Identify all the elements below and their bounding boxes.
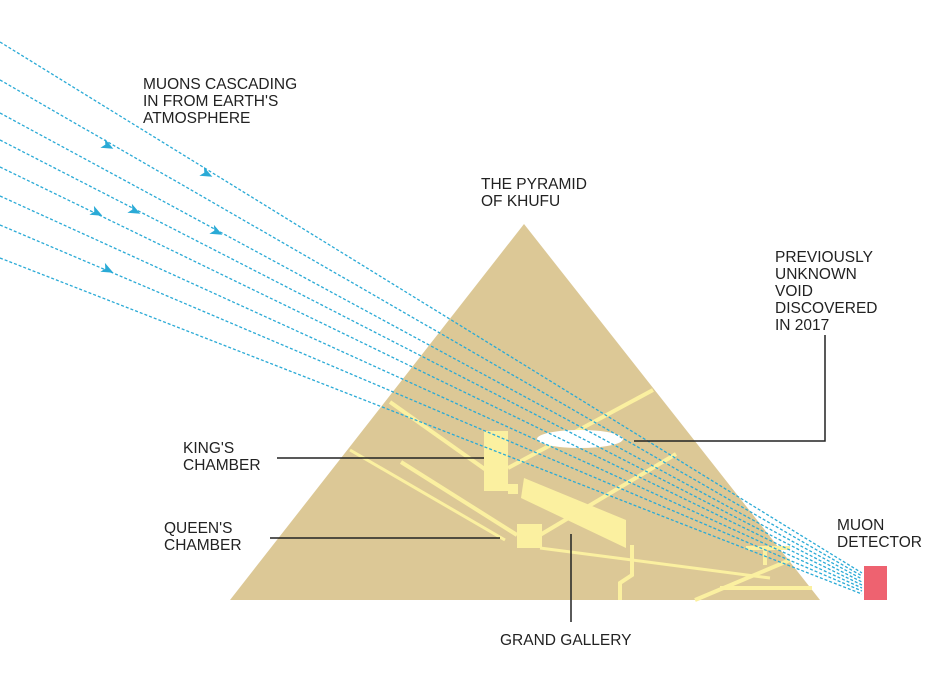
muon-rays — [0, 41, 863, 595]
muon-ray — [0, 257, 863, 595]
chambers — [484, 431, 626, 548]
queens-chamber-label-line: CHAMBER — [164, 537, 242, 554]
muon-ray — [0, 139, 863, 583]
descending-passage — [349, 448, 506, 542]
leader-lines — [270, 335, 826, 622]
kings-chamber-label-line: KING'S — [183, 440, 235, 457]
muon-ray — [0, 195, 863, 589]
detector-label-line: DETECTOR — [837, 534, 922, 551]
arrowhead-icon — [100, 138, 114, 149]
detector-label-line: MUON — [837, 517, 885, 534]
subterranean-shaft — [618, 545, 634, 600]
north-shaft-queens — [399, 460, 519, 537]
muon-ray — [0, 41, 863, 574]
kings-chamber-shape — [484, 431, 508, 491]
void-leader-line — [634, 335, 826, 442]
void-label-line: UNKNOWN — [775, 266, 857, 283]
void-shape — [537, 430, 623, 448]
south-shaft-kings — [507, 388, 654, 470]
arrowhead-icon — [89, 205, 103, 216]
grand-gallery-shape — [521, 478, 626, 548]
muon-ray — [0, 224, 863, 592]
grand-gallery-label: GRAND GALLERY — [500, 632, 632, 649]
pyramid-label-line: OF KHUFU — [481, 193, 561, 210]
arrowhead-icon — [127, 203, 141, 214]
ascending-block — [508, 484, 518, 494]
muons-label-line: IN FROM EARTH'S — [143, 93, 279, 110]
lower-passage — [694, 558, 791, 602]
pyramid-body — [230, 224, 820, 600]
void-label-line: DISCOVERED — [775, 300, 878, 317]
arrowhead-icon — [100, 262, 114, 273]
queens-chamber-label-line: QUEEN'S — [164, 520, 233, 537]
pyramid-label-line: THE PYRAMID — [481, 176, 587, 193]
muon-ray — [0, 79, 863, 577]
void-label-line: PREVIOUSLY — [775, 249, 873, 266]
muons-label-line: MUONS CASCADING — [143, 76, 298, 93]
void-label-line: IN 2017 — [775, 317, 830, 334]
detector-box-icon — [864, 566, 887, 600]
muon-ray — [0, 112, 863, 580]
horizontal-passage — [539, 546, 771, 580]
grand-gallery-label-line: GRAND GALLERY — [500, 632, 632, 649]
arrowhead-icon — [209, 224, 223, 235]
muons-label-line: ATMOSPHERE — [143, 110, 251, 127]
void-label-line: VOID — [775, 283, 813, 300]
arrowhead-icon — [199, 166, 213, 177]
queens-chamber-shape — [517, 524, 542, 548]
kings-chamber-label-line: CHAMBER — [183, 457, 261, 474]
